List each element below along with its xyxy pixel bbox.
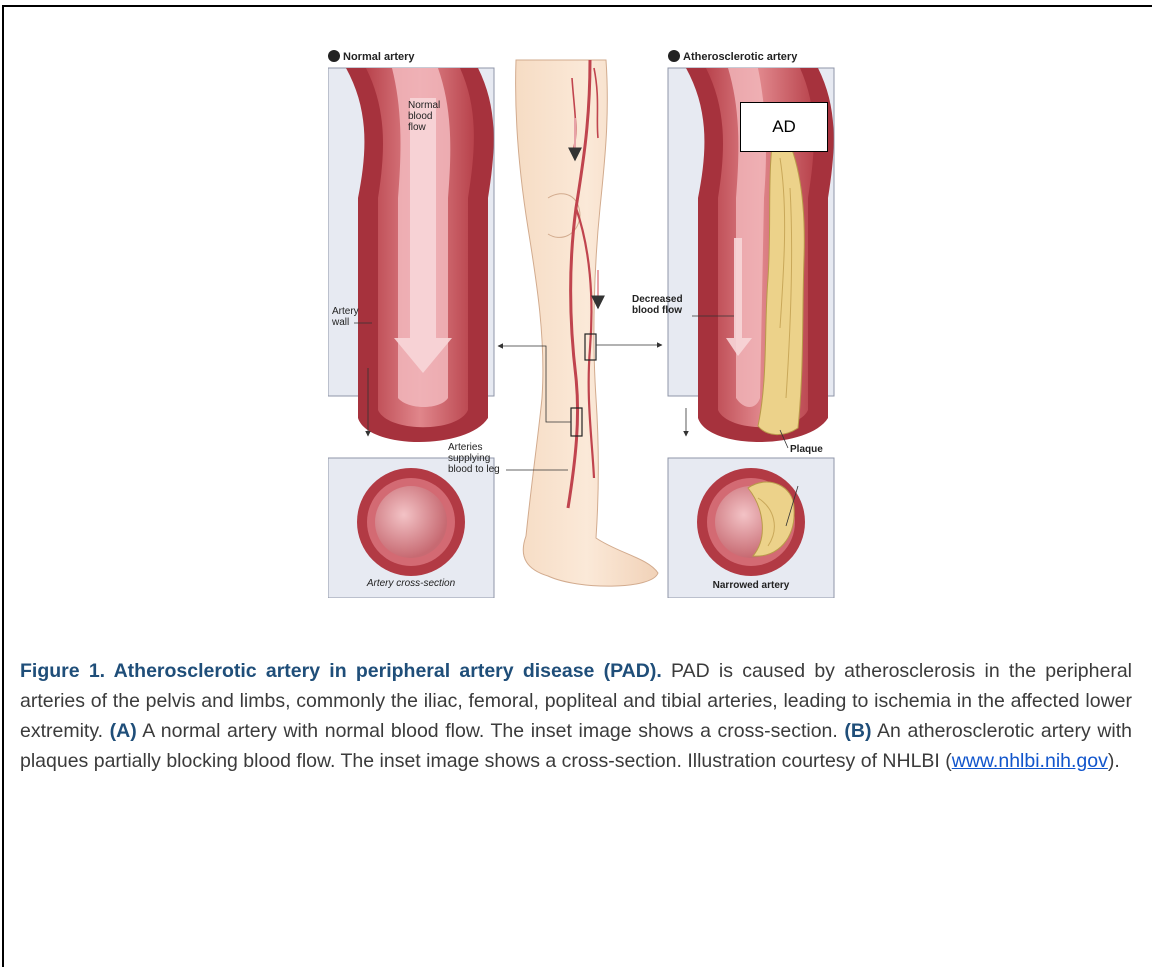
caption-title: Figure 1. Atherosclerotic artery in peri… [20,660,662,682]
cross-section-a-label: Artery cross-section [366,578,456,589]
plaque-label: Plaque [790,444,823,455]
decreased-flow-label: Decreased blood flow [632,294,685,316]
panel-b-title: Atherosclerotic artery [683,51,798,63]
nhlbi-link[interactable]: www.nhlbi.nih.gov [952,750,1108,772]
figure-caption: Figure 1. Atherosclerotic artery in peri… [20,656,1132,776]
panel-a-title: Normal artery [343,51,415,63]
badge-a: A [331,52,338,62]
arteries-supplying-label: Arteries supplying blood to leg [448,442,500,475]
caption-text-4: ). [1108,750,1120,772]
caption-text-2: A normal artery with normal blood flow. … [137,720,845,742]
overlay-label-box: AD [740,102,828,152]
caption-label-b: (B) [844,720,871,742]
caption-label-a: (A) [110,720,137,742]
panel-a: A Normal artery Normal blood flow Artery… [328,50,494,598]
cross-section-b-label: Narrowed artery [713,580,790,591]
badge-b: B [671,52,678,62]
